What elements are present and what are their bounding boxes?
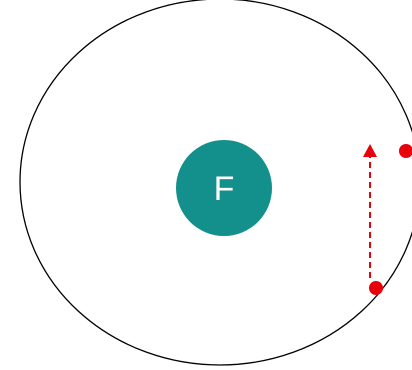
orbit-ellipse <box>19 0 412 366</box>
focus-label: F <box>214 170 235 208</box>
arrowhead-icon <box>363 144 377 157</box>
end-point <box>399 144 412 158</box>
start-point <box>369 281 383 295</box>
focus-circle <box>176 140 272 236</box>
